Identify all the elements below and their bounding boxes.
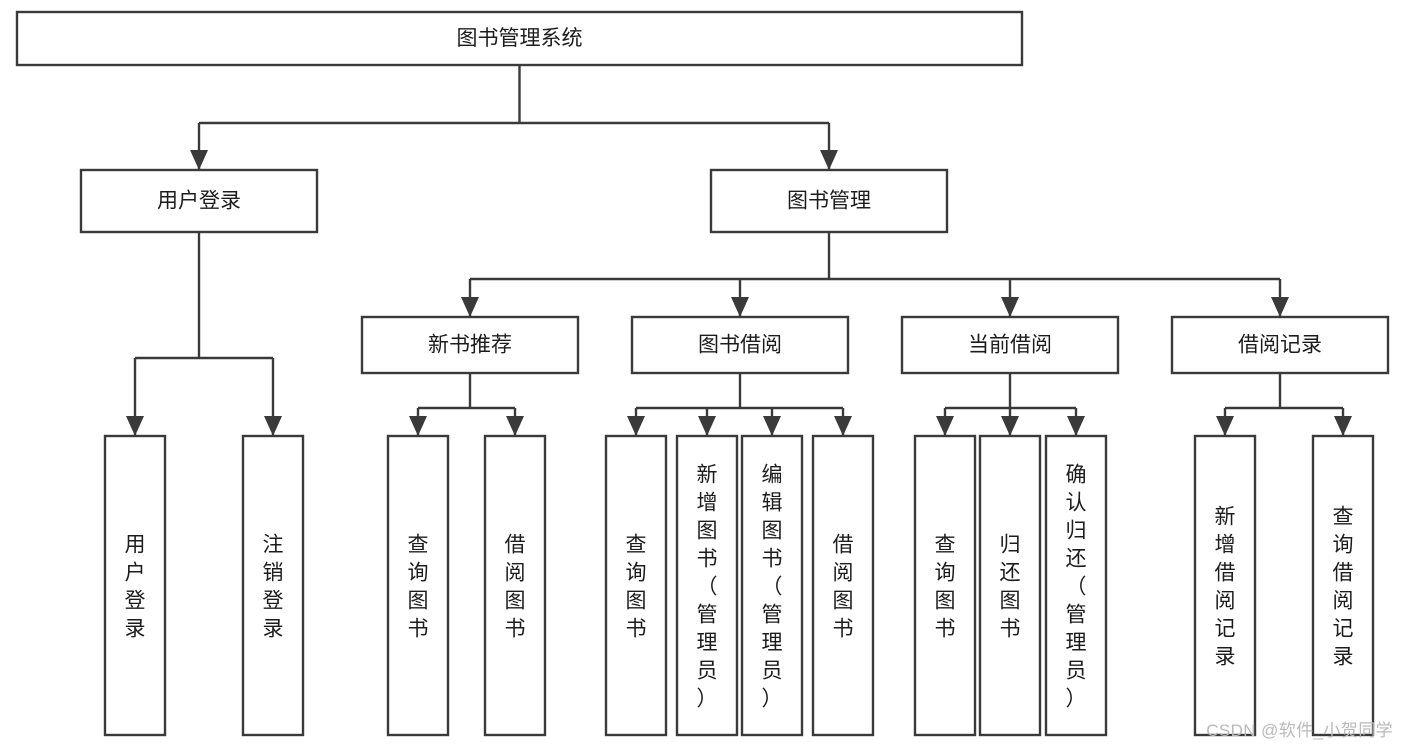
node-level3-book-borrow[interactable]: 图书借阅 [630, 315, 850, 375]
arrow-head-icon [506, 416, 524, 436]
node-box [79, 168, 319, 234]
arrow-head-icon [1001, 416, 1019, 436]
node-leaf-leaf-query-book-rec[interactable]: 查询图书 [386, 434, 450, 737]
node-box [913, 434, 977, 737]
node-label: 图书管理系统 [457, 27, 583, 50]
node-leaf-leaf-confirm-return[interactable]: 确认归还（管理员） [1044, 434, 1108, 737]
node-box [630, 315, 850, 375]
node-box [1311, 434, 1375, 737]
node-label: 图书管理 [787, 190, 871, 213]
arrow-head-icon [1334, 416, 1352, 436]
node-leaf-leaf-user-login[interactable]: 用户登录 [103, 434, 167, 737]
node-box [740, 434, 804, 737]
node-label: 新增图书（管理员） [697, 463, 718, 710]
node-box [604, 434, 668, 737]
arrow-head-icon [1001, 297, 1019, 317]
node-label: 查询图书 [408, 533, 429, 640]
node-level2-book-manage[interactable]: 图书管理 [709, 168, 949, 234]
node-box [675, 434, 739, 737]
arrow-head-icon [1067, 416, 1085, 436]
node-box [386, 434, 450, 737]
node-label: 新增借阅记录 [1215, 505, 1236, 668]
node-leaf-leaf-borrow-book-rec[interactable]: 借阅图书 [483, 434, 547, 737]
node-label: 查询借阅记录 [1333, 505, 1354, 668]
node-level3-new-book-recommend[interactable]: 新书推荐 [360, 315, 580, 375]
node-leaf-leaf-logout[interactable]: 注销登录 [241, 434, 305, 737]
node-label: 编辑图书（管理员） [762, 463, 783, 710]
node-level2-user-login[interactable]: 用户登录 [79, 168, 319, 234]
arrow-head-icon [409, 416, 427, 436]
arrow-head-icon [190, 150, 208, 170]
node-label: 用户登录 [157, 190, 241, 213]
node-label: 查询图书 [935, 533, 956, 640]
arrow-head-icon [1216, 416, 1234, 436]
node-label: 图书借阅 [698, 334, 782, 357]
arrow-head-icon [763, 416, 781, 436]
node-box [15, 10, 1024, 67]
arrow-head-icon [731, 297, 749, 317]
arrow-head-icon [1271, 297, 1289, 317]
node-label: 确认归还（管理员） [1066, 463, 1087, 710]
node-leaf-leaf-edit-book[interactable]: 编辑图书（管理员） [740, 434, 804, 737]
node-label: 查询图书 [626, 533, 647, 640]
node-box [709, 168, 949, 234]
node-box [1193, 434, 1257, 737]
node-label: 借阅记录 [1238, 334, 1322, 357]
arrow-head-icon [834, 416, 852, 436]
node-label: 借阅图书 [833, 533, 854, 640]
node-box [811, 434, 875, 737]
node-label: 新书推荐 [428, 334, 512, 357]
node-label: 注销登录 [263, 533, 284, 640]
arrow-head-icon [126, 416, 144, 436]
arrow-head-icon [698, 416, 716, 436]
node-leaf-leaf-add-book[interactable]: 新增图书（管理员） [675, 434, 739, 737]
connector-layer [126, 65, 1352, 436]
node-root[interactable]: 图书管理系统 [15, 10, 1024, 67]
node-box [483, 434, 547, 737]
node-leaf-leaf-query-book-current[interactable]: 查询图书 [913, 434, 977, 737]
node-leaf-leaf-return-book[interactable]: 归还图书 [978, 434, 1042, 737]
node-leaf-leaf-query-book-borrow[interactable]: 查询图书 [604, 434, 668, 737]
arrow-head-icon [264, 416, 282, 436]
node-label: 用户登录 [125, 533, 146, 640]
node-level3-borrow-record[interactable]: 借阅记录 [1170, 315, 1390, 375]
arrow-head-icon [461, 297, 479, 317]
arrow-head-icon [820, 150, 838, 170]
node-box [1170, 315, 1390, 375]
node-level3-current-borrow[interactable]: 当前借阅 [900, 315, 1120, 375]
node-box [360, 315, 580, 375]
node-label: 当前借阅 [968, 334, 1052, 357]
node-leaf-leaf-add-record[interactable]: 新增借阅记录 [1193, 434, 1257, 737]
node-layer: 图书管理系统用户登录图书管理新书推荐图书借阅当前借阅借阅记录用户登录注销登录查询… [15, 10, 1390, 737]
arrow-head-icon [936, 416, 954, 436]
node-box [978, 434, 1042, 737]
node-label: 借阅图书 [505, 533, 526, 640]
node-leaf-leaf-borrow-book[interactable]: 借阅图书 [811, 434, 875, 737]
node-leaf-leaf-query-record[interactable]: 查询借阅记录 [1311, 434, 1375, 737]
node-label: 归还图书 [1000, 533, 1021, 640]
node-box [103, 434, 167, 737]
arrow-head-icon [627, 416, 645, 436]
node-box [241, 434, 305, 737]
node-box [900, 315, 1120, 375]
node-box [1044, 434, 1108, 737]
